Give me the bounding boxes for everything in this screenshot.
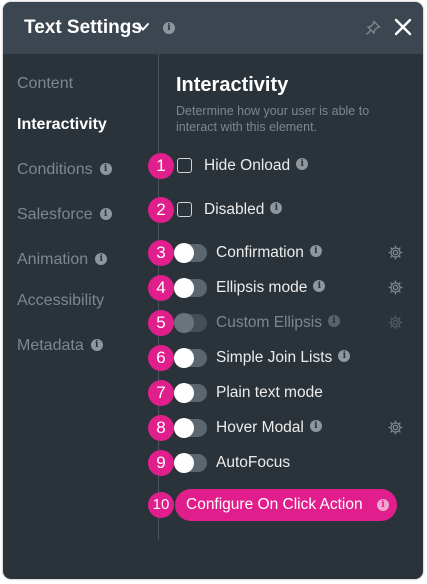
step-badge-9: 9 <box>148 450 174 476</box>
sidebar-item-content[interactable]: Content <box>17 75 73 93</box>
sidebar-item-metadata[interactable]: Metadata i <box>17 337 103 355</box>
close-icon[interactable] <box>394 18 412 36</box>
sidebar-item-label: Animation <box>17 251 89 268</box>
plain-text-mode-toggle[interactable] <box>174 383 207 403</box>
info-icon[interactable]: i <box>377 499 389 511</box>
toggle-knob <box>174 313 194 333</box>
hover-modal-label: Hover Modal i <box>216 419 322 437</box>
hide-onload-checkbox[interactable] <box>177 158 192 173</box>
step-badge-7: 7 <box>148 380 174 406</box>
step-badge-3: 3 <box>148 240 174 266</box>
toggle-knob <box>174 243 194 263</box>
sidebar-item-label: Content <box>17 75 74 92</box>
info-icon[interactable]: i <box>99 207 112 220</box>
simple-join-lists-label: Simple Join Lists i <box>216 349 351 367</box>
sidebar-item-label: Salesforce <box>17 206 93 223</box>
configure-on-click-action-button[interactable]: Configure On Click Action i <box>175 489 397 521</box>
chevron-down-icon[interactable] <box>136 20 150 34</box>
option-label-text: Custom Ellipsis <box>216 314 322 331</box>
simple-join-lists-toggle[interactable] <box>174 348 207 368</box>
info-icon[interactable]: i <box>163 22 175 34</box>
gear-icon[interactable] <box>388 315 403 330</box>
info-icon[interactable]: i <box>309 419 322 432</box>
section-title: Interactivity <box>176 74 289 96</box>
sidebar-item-accessibility[interactable]: Accessibility <box>17 292 104 310</box>
option-label-text: Disabled <box>204 201 265 218</box>
plain-text-mode-label: Plain text mode <box>216 384 323 402</box>
sidebar-item-conditions[interactable]: Conditions i <box>17 161 112 179</box>
confirmation-toggle[interactable] <box>174 243 207 263</box>
ellipsis-mode-label: Ellipsis mode i <box>216 279 326 297</box>
sidebar-item-salesforce[interactable]: Salesforce i <box>17 206 112 224</box>
ellipsis-mode-toggle[interactable] <box>174 278 207 298</box>
pin-icon[interactable] <box>365 20 381 36</box>
info-icon[interactable]: i <box>338 349 351 362</box>
toggle-knob <box>174 383 194 403</box>
step-badge-10: 10 <box>148 492 174 518</box>
confirmation-label: Confirmation i <box>216 244 322 262</box>
toggle-knob <box>174 418 194 438</box>
hide-onload-label: Hide Onload i <box>204 157 309 175</box>
sidebar-item-label: Conditions <box>17 161 93 178</box>
action-button-label: Configure On Click Action <box>186 496 363 513</box>
option-label-text: Confirmation <box>216 244 304 261</box>
info-icon[interactable]: i <box>309 244 322 257</box>
hover-modal-toggle[interactable] <box>174 418 207 438</box>
option-label-text: Simple Join Lists <box>216 349 333 366</box>
sidebar-item-animation[interactable]: Animation i <box>17 251 108 269</box>
step-badge-1: 1 <box>148 153 174 179</box>
panel-header: Text Settings i <box>3 2 423 54</box>
sidebar-item-interactivity[interactable]: Interactivity <box>17 116 107 134</box>
toggle-knob <box>174 348 194 368</box>
autofocus-label: AutoFocus <box>216 454 290 472</box>
option-label-text: Ellipsis mode <box>216 279 308 296</box>
option-label-text: AutoFocus <box>216 454 291 471</box>
info-icon[interactable]: i <box>90 338 103 351</box>
disabled-label: Disabled i <box>204 201 283 219</box>
custom-ellipsis-toggle[interactable] <box>174 313 207 333</box>
gear-icon[interactable] <box>388 280 403 295</box>
option-label-text: Plain text mode <box>216 384 323 401</box>
gear-icon[interactable] <box>388 420 403 435</box>
sidebar-item-label: Interactivity <box>17 116 107 133</box>
gear-icon[interactable] <box>388 245 403 260</box>
step-badge-4: 4 <box>148 275 174 301</box>
step-badge-2: 2 <box>148 197 174 223</box>
info-icon[interactable]: i <box>313 279 326 292</box>
info-icon[interactable]: i <box>99 162 112 175</box>
toggle-knob <box>174 278 194 298</box>
option-label-text: Hide Onload <box>204 157 291 174</box>
info-icon[interactable]: i <box>296 157 309 170</box>
option-label-text: Hover Modal <box>216 419 304 436</box>
info-icon[interactable]: i <box>95 252 108 265</box>
step-badge-5: 5 <box>148 310 174 336</box>
info-icon[interactable]: i <box>270 201 283 214</box>
autofocus-toggle[interactable] <box>174 453 207 473</box>
custom-ellipsis-label: Custom Ellipsis i <box>216 314 340 332</box>
sidebar-item-label: Accessibility <box>17 292 105 309</box>
panel-title[interactable]: Text Settings <box>24 17 142 38</box>
step-badge-8: 8 <box>148 415 174 441</box>
info-icon[interactable]: i <box>327 314 340 327</box>
step-badge-6: 6 <box>148 345 174 371</box>
disabled-checkbox[interactable] <box>177 202 192 217</box>
toggle-knob <box>174 453 194 473</box>
section-description: Determine how your user is able to inter… <box>176 104 370 134</box>
sidebar-item-label: Metadata <box>17 337 84 354</box>
